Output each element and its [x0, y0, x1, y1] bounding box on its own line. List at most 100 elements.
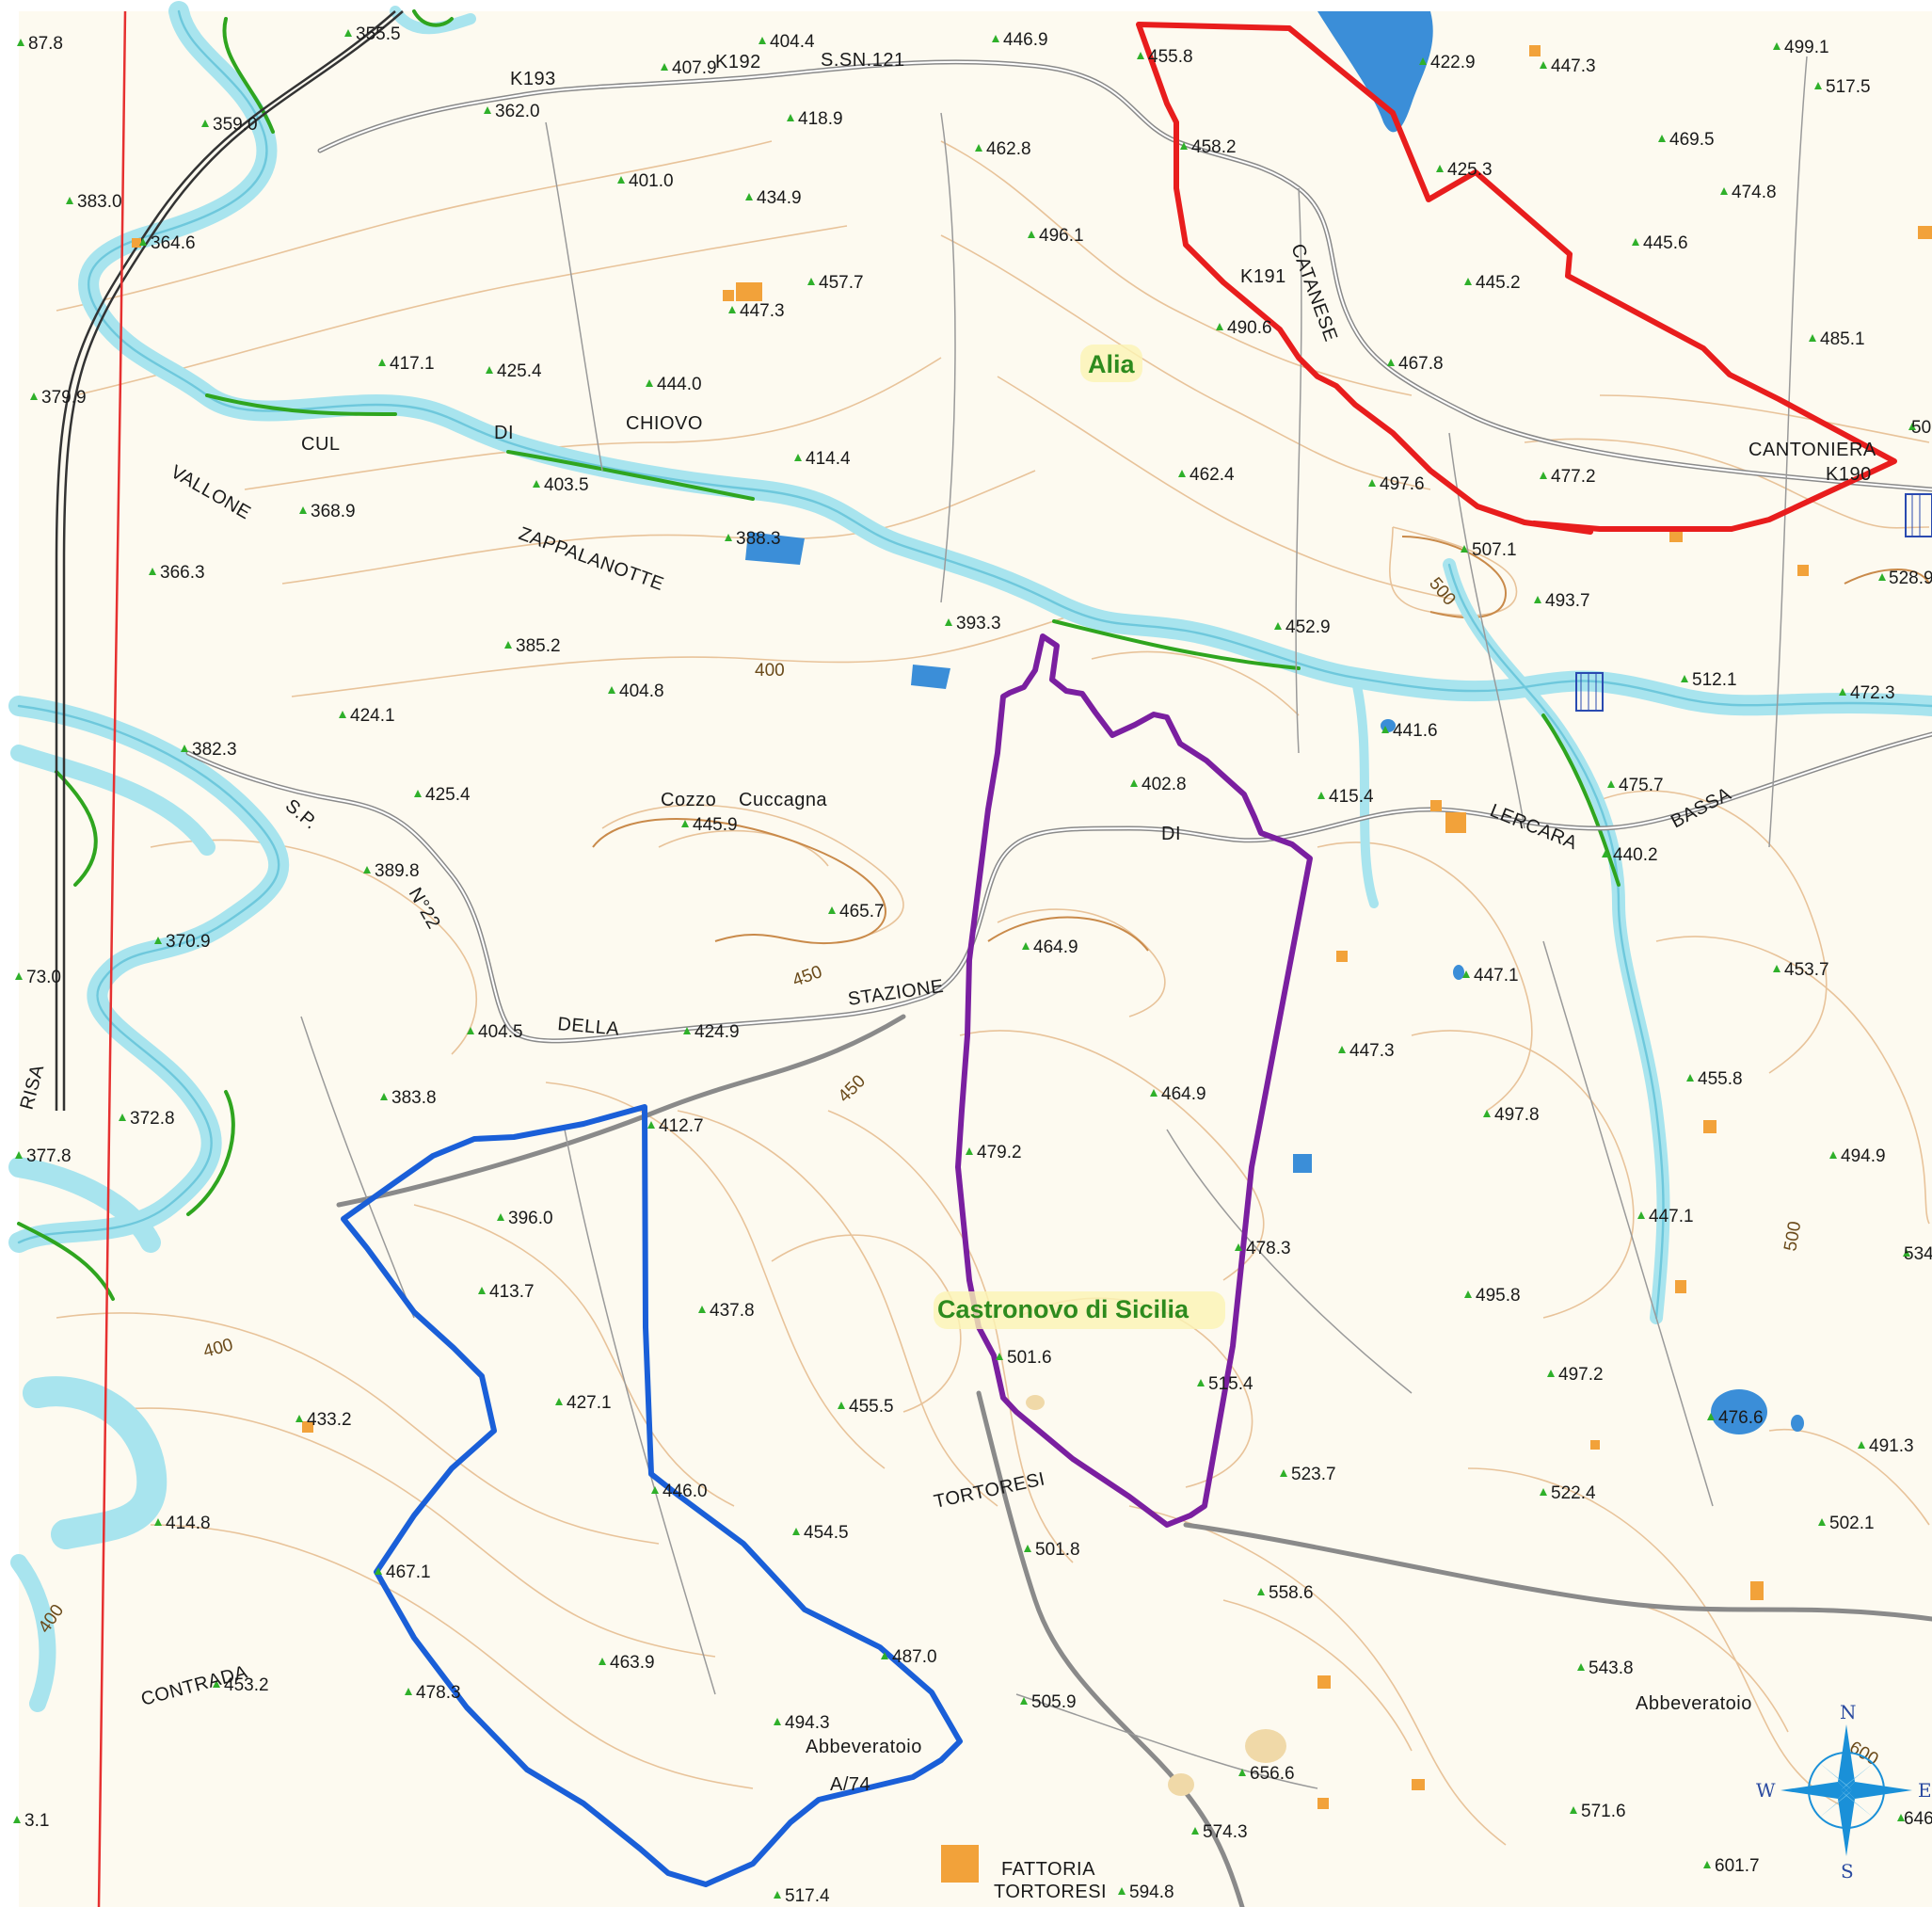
spot-height-marker: [555, 1398, 563, 1405]
spot-height-marker: [1908, 423, 1916, 430]
spot-height-marker: [533, 480, 540, 488]
compass-e: E: [1918, 1779, 1932, 1802]
spot-height-label: 465.7: [839, 902, 885, 921]
spot-height-label: 377.8: [26, 1146, 72, 1166]
spot-height-label: 543.8: [1589, 1659, 1634, 1678]
spot-height-label: 487.0: [892, 1647, 937, 1667]
spot-height-label: 594.8: [1129, 1883, 1174, 1902]
spot-height-label: 558.6: [1269, 1583, 1314, 1603]
place-cuccagna: Cuccagna: [739, 790, 827, 810]
spot-height-label: 422.9: [1430, 53, 1476, 72]
area-blue: [341, 1104, 963, 1887]
spot-height-marker: [378, 359, 386, 366]
spot-height-marker: [1216, 323, 1223, 330]
spot-height-marker: [661, 63, 668, 71]
spot-height-marker: [1839, 688, 1846, 696]
spot-height-label: 412.7: [659, 1116, 704, 1136]
spot-height-marker: [1436, 165, 1444, 172]
spot-height-label: 464.9: [1033, 937, 1078, 957]
spot-height-label: 372.8: [130, 1109, 175, 1129]
spot-height-marker: [486, 366, 493, 374]
spot-height-marker: [1235, 1243, 1242, 1251]
spot-height-marker: [608, 686, 615, 694]
spot-height-marker: [201, 120, 209, 127]
spot-height-label: 490.6: [1227, 318, 1272, 338]
town-names: Alia Castronovo di Sicilia: [934, 345, 1225, 1329]
spot-height-marker: [1419, 57, 1427, 65]
spot-height-label: 445.2: [1476, 273, 1521, 293]
spot-height-marker: [1483, 1110, 1491, 1117]
area-purple: [955, 633, 1313, 1528]
spot-height-marker: [975, 144, 982, 152]
spot-height-marker: [1338, 1046, 1346, 1053]
spot-height-label: 571.6: [1581, 1802, 1626, 1821]
spot-height-label: 491.3: [1869, 1436, 1914, 1456]
spot-height-marker: [807, 278, 815, 285]
spot-height-marker: [1280, 1469, 1287, 1477]
spot-height-marker: [1577, 1663, 1585, 1671]
spot-height-marker: [380, 1093, 388, 1100]
spot-height-marker: [651, 1486, 659, 1494]
road-k190: K190: [1826, 464, 1872, 485]
spot-height-marker: [1020, 1697, 1028, 1705]
spot-height-marker: [828, 906, 836, 914]
spot-height-marker: [414, 790, 422, 797]
spot-height-label: 425.3: [1447, 160, 1493, 180]
spot-height-label: 385.2: [516, 636, 561, 656]
spot-height-label: 407.9: [672, 58, 717, 78]
spot-height-label: 388.3: [736, 529, 781, 549]
spot-height-marker: [1878, 573, 1886, 581]
spot-height-marker: [1707, 1413, 1715, 1420]
spot-height-marker: [683, 1027, 691, 1034]
spot-height-marker: [1540, 472, 1547, 479]
spot-height-marker: [792, 1528, 800, 1535]
spot-height-marker: [1607, 780, 1615, 788]
spot-height-label: 396.0: [508, 1209, 553, 1228]
spot-height-label: 440.2: [1613, 845, 1658, 865]
spot-height-marker: [1387, 359, 1395, 366]
spot-height-label: 478.3: [416, 1683, 461, 1703]
spot-height-label: 528.9: [1889, 569, 1932, 588]
spot-height-marker: [1773, 965, 1780, 972]
buildings: [132, 45, 1932, 1883]
spot-height-marker: [1818, 1518, 1826, 1526]
spot-height-label: 494.3: [785, 1713, 830, 1733]
spot-height-marker: [1858, 1441, 1865, 1449]
spot-height-label: 417.1: [390, 354, 435, 374]
place-a74: A/74: [830, 1774, 870, 1795]
spot-height-marker: [13, 1816, 21, 1823]
spot-height-label: 447.3: [1349, 1041, 1395, 1061]
spot-height-label: 393.3: [956, 614, 1001, 633]
contour-label-400: 400: [755, 661, 785, 681]
spot-height-label: 497.8: [1494, 1105, 1540, 1125]
spot-height-marker: [1257, 1588, 1265, 1595]
spot-height-label: 475.7: [1619, 776, 1664, 795]
spot-height-marker: [1681, 675, 1688, 682]
place-chiovo: CHIOVO: [626, 413, 703, 434]
spot-height-label: 425.4: [497, 361, 542, 381]
spot-height-marker: [1602, 850, 1609, 857]
water-bodies: [745, 11, 1804, 1434]
pond-stream: [911, 665, 950, 689]
spot-height-label: 505.9: [1031, 1692, 1077, 1712]
spot-height-marker: [15, 972, 23, 980]
spot-height-label: 362.0: [495, 102, 540, 121]
spot-height-marker: [881, 1652, 888, 1659]
spot-height-label: 404.5: [478, 1022, 523, 1042]
spot-height-marker: [1137, 52, 1144, 59]
spot-height-label: 413.7: [489, 1282, 535, 1302]
spot-height-label: 401.0: [629, 171, 674, 191]
spot-height-label: 403.5: [544, 475, 589, 495]
place-abbeveratoio-2: Abbeveratoio: [1636, 1693, 1752, 1714]
spot-height-marker: [996, 1353, 1003, 1360]
spot-height-label: 497.6: [1380, 474, 1425, 494]
spot-height-label: 366.3: [160, 563, 205, 583]
spot-height-marker: [617, 176, 625, 184]
riparian-lines: [17, 9, 1621, 1301]
spot-height-marker: [497, 1213, 504, 1221]
spot-height-marker: [1180, 142, 1188, 150]
place-cozzo: Cozzo: [661, 790, 716, 810]
spot-height-marker: [1022, 942, 1030, 950]
spot-height-marker: [467, 1027, 474, 1034]
